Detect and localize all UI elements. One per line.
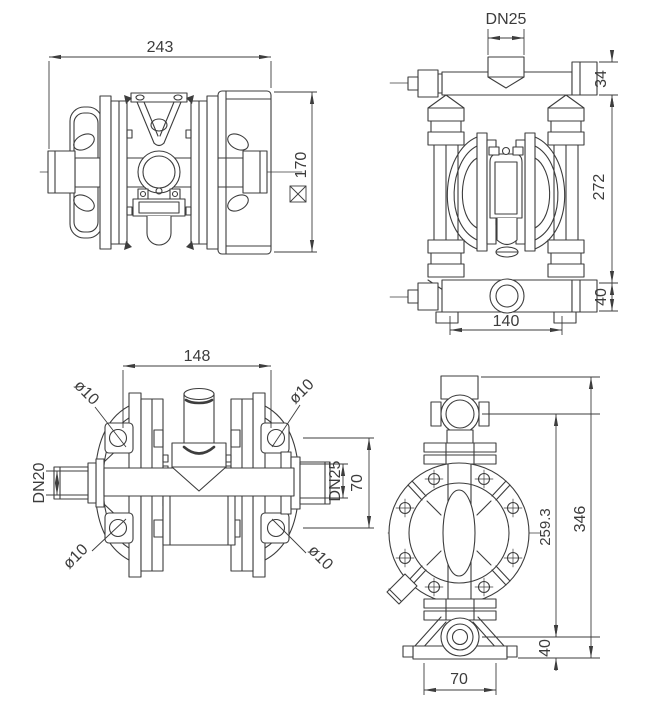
dim-flange-spacing-label: 148	[184, 348, 211, 365]
dim-body-height-label: 272	[591, 174, 608, 201]
dim-overall-width-label: 243	[147, 39, 174, 56]
dim-foot-width-label: 70	[450, 671, 468, 688]
square-section-symbol	[289, 185, 307, 203]
dim-left-port-label: DN20	[31, 462, 48, 503]
side-view-drawing: 148 ø10 ø10 ø10 ø10 DN20 DN25 70	[31, 348, 374, 578]
dim-hole-bottom-right-label: ø10	[304, 542, 336, 574]
dim-hole-top-left-label: ø10	[70, 377, 102, 409]
top-view-pump-body	[39, 90, 303, 255]
front-view-pump-body	[389, 56, 598, 324]
profile-view-drawing: 259.3 346 40 70	[386, 375, 600, 695]
bolt-pattern	[395, 469, 523, 597]
dim-manifold-height-label: 34	[593, 70, 610, 88]
dim-hole-bottom-left-label: ø10	[60, 541, 92, 573]
dim-hole-top-right-label: ø10	[286, 376, 318, 408]
dim-port-center-height-label: 259.3	[537, 508, 554, 546]
dim-square-side-label: 170	[293, 152, 310, 179]
dim-inlet-port-label: DN25	[486, 11, 527, 28]
dim-total-height-label: 346	[572, 506, 589, 533]
profile-view-dimensions: 259.3 346 40 70	[423, 376, 600, 695]
top-view-drawing: 243 170	[39, 39, 317, 255]
front-view-drawing: DN25 34 272 40 140	[389, 11, 618, 335]
profile-view-pump-body	[386, 375, 542, 660]
dim-base-height-label: 40	[593, 288, 610, 306]
dim-right-port-label: DN25	[327, 460, 344, 501]
front-view-dimensions: DN25 34 272 40 140	[449, 11, 618, 335]
top-view-dimensions: 243 170	[48, 39, 317, 253]
dim-base-height-label-profile: 40	[537, 639, 554, 657]
dim-foot-spacing-label: 140	[493, 313, 520, 330]
dim-flange-height-label: 70	[349, 474, 366, 492]
side-view-pump-body	[53, 387, 331, 578]
